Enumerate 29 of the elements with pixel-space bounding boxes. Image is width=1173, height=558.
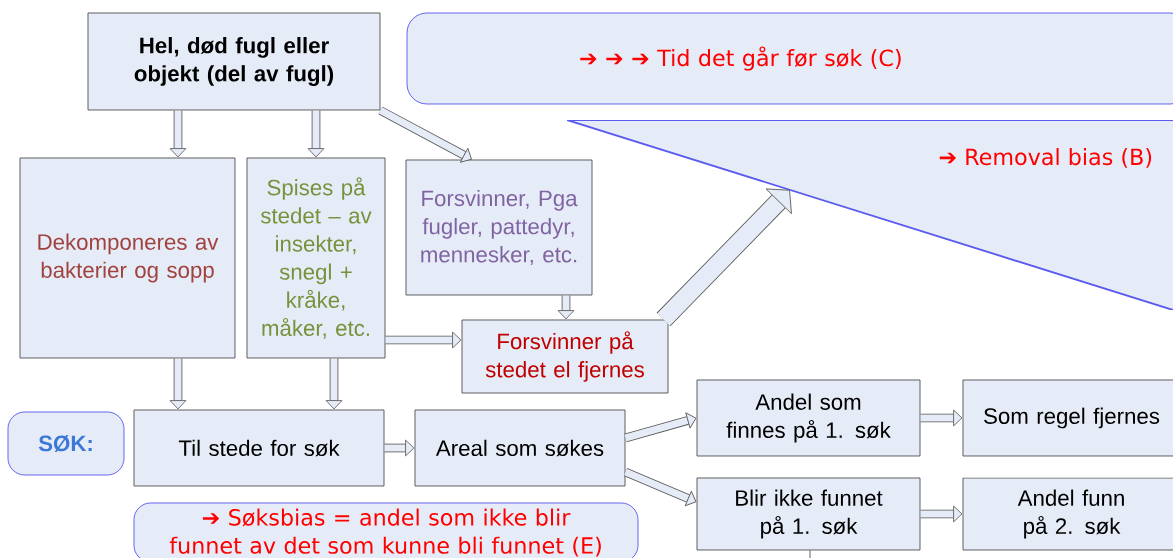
process-box: Forsvinner, Pga fugler, pattedyr, mennesker, etc. (405, 159, 593, 296)
callout-box: ➔ ➔ ➔ Tid det går før søk (C) (406, 12, 1173, 105)
process-box: Blir ikke funnet på 1. søk (696, 477, 921, 551)
process-box: Areal som søkes (414, 409, 626, 487)
node-label: ➔ Removal bias (B) (939, 148, 1152, 168)
block-arrow (920, 505, 963, 523)
process-box: Til stede for søk (133, 409, 385, 487)
block-arrow (169, 358, 187, 410)
process-box: Som regel fjernes (962, 379, 1173, 457)
process-box: Dekomponeres av bakterier og sopp (19, 157, 236, 359)
block-arrow (624, 412, 697, 443)
block-arrow (378, 106, 472, 163)
block-arrow (325, 358, 343, 410)
block-arrow (623, 468, 697, 507)
process-box: Andel som finnes på 1. søk (696, 379, 921, 457)
block-arrow (169, 110, 187, 158)
process-box: Spises på stedet – av insekter, snegl + kråke, måker, etc. (246, 157, 386, 359)
process-box: Andel funn på 2. søk (962, 477, 1173, 551)
process-box: Forsvinner på stedet el fjernes (461, 319, 669, 394)
block-arrow (656, 188, 792, 327)
block-arrow (920, 409, 963, 427)
block-arrow (384, 439, 415, 457)
block-arrow (307, 110, 325, 158)
process-box: Hel, død fugl eller objekt (del av fugl) (87, 12, 381, 111)
label-box: SØK: (7, 411, 125, 476)
block-arrow (557, 295, 575, 320)
connector-line (809, 550, 811, 558)
block-arrow (385, 331, 462, 349)
callout-box: ➔ Søksbias = andel som ikke blir funnet av det som kunne bli funnet (E) (133, 502, 639, 558)
